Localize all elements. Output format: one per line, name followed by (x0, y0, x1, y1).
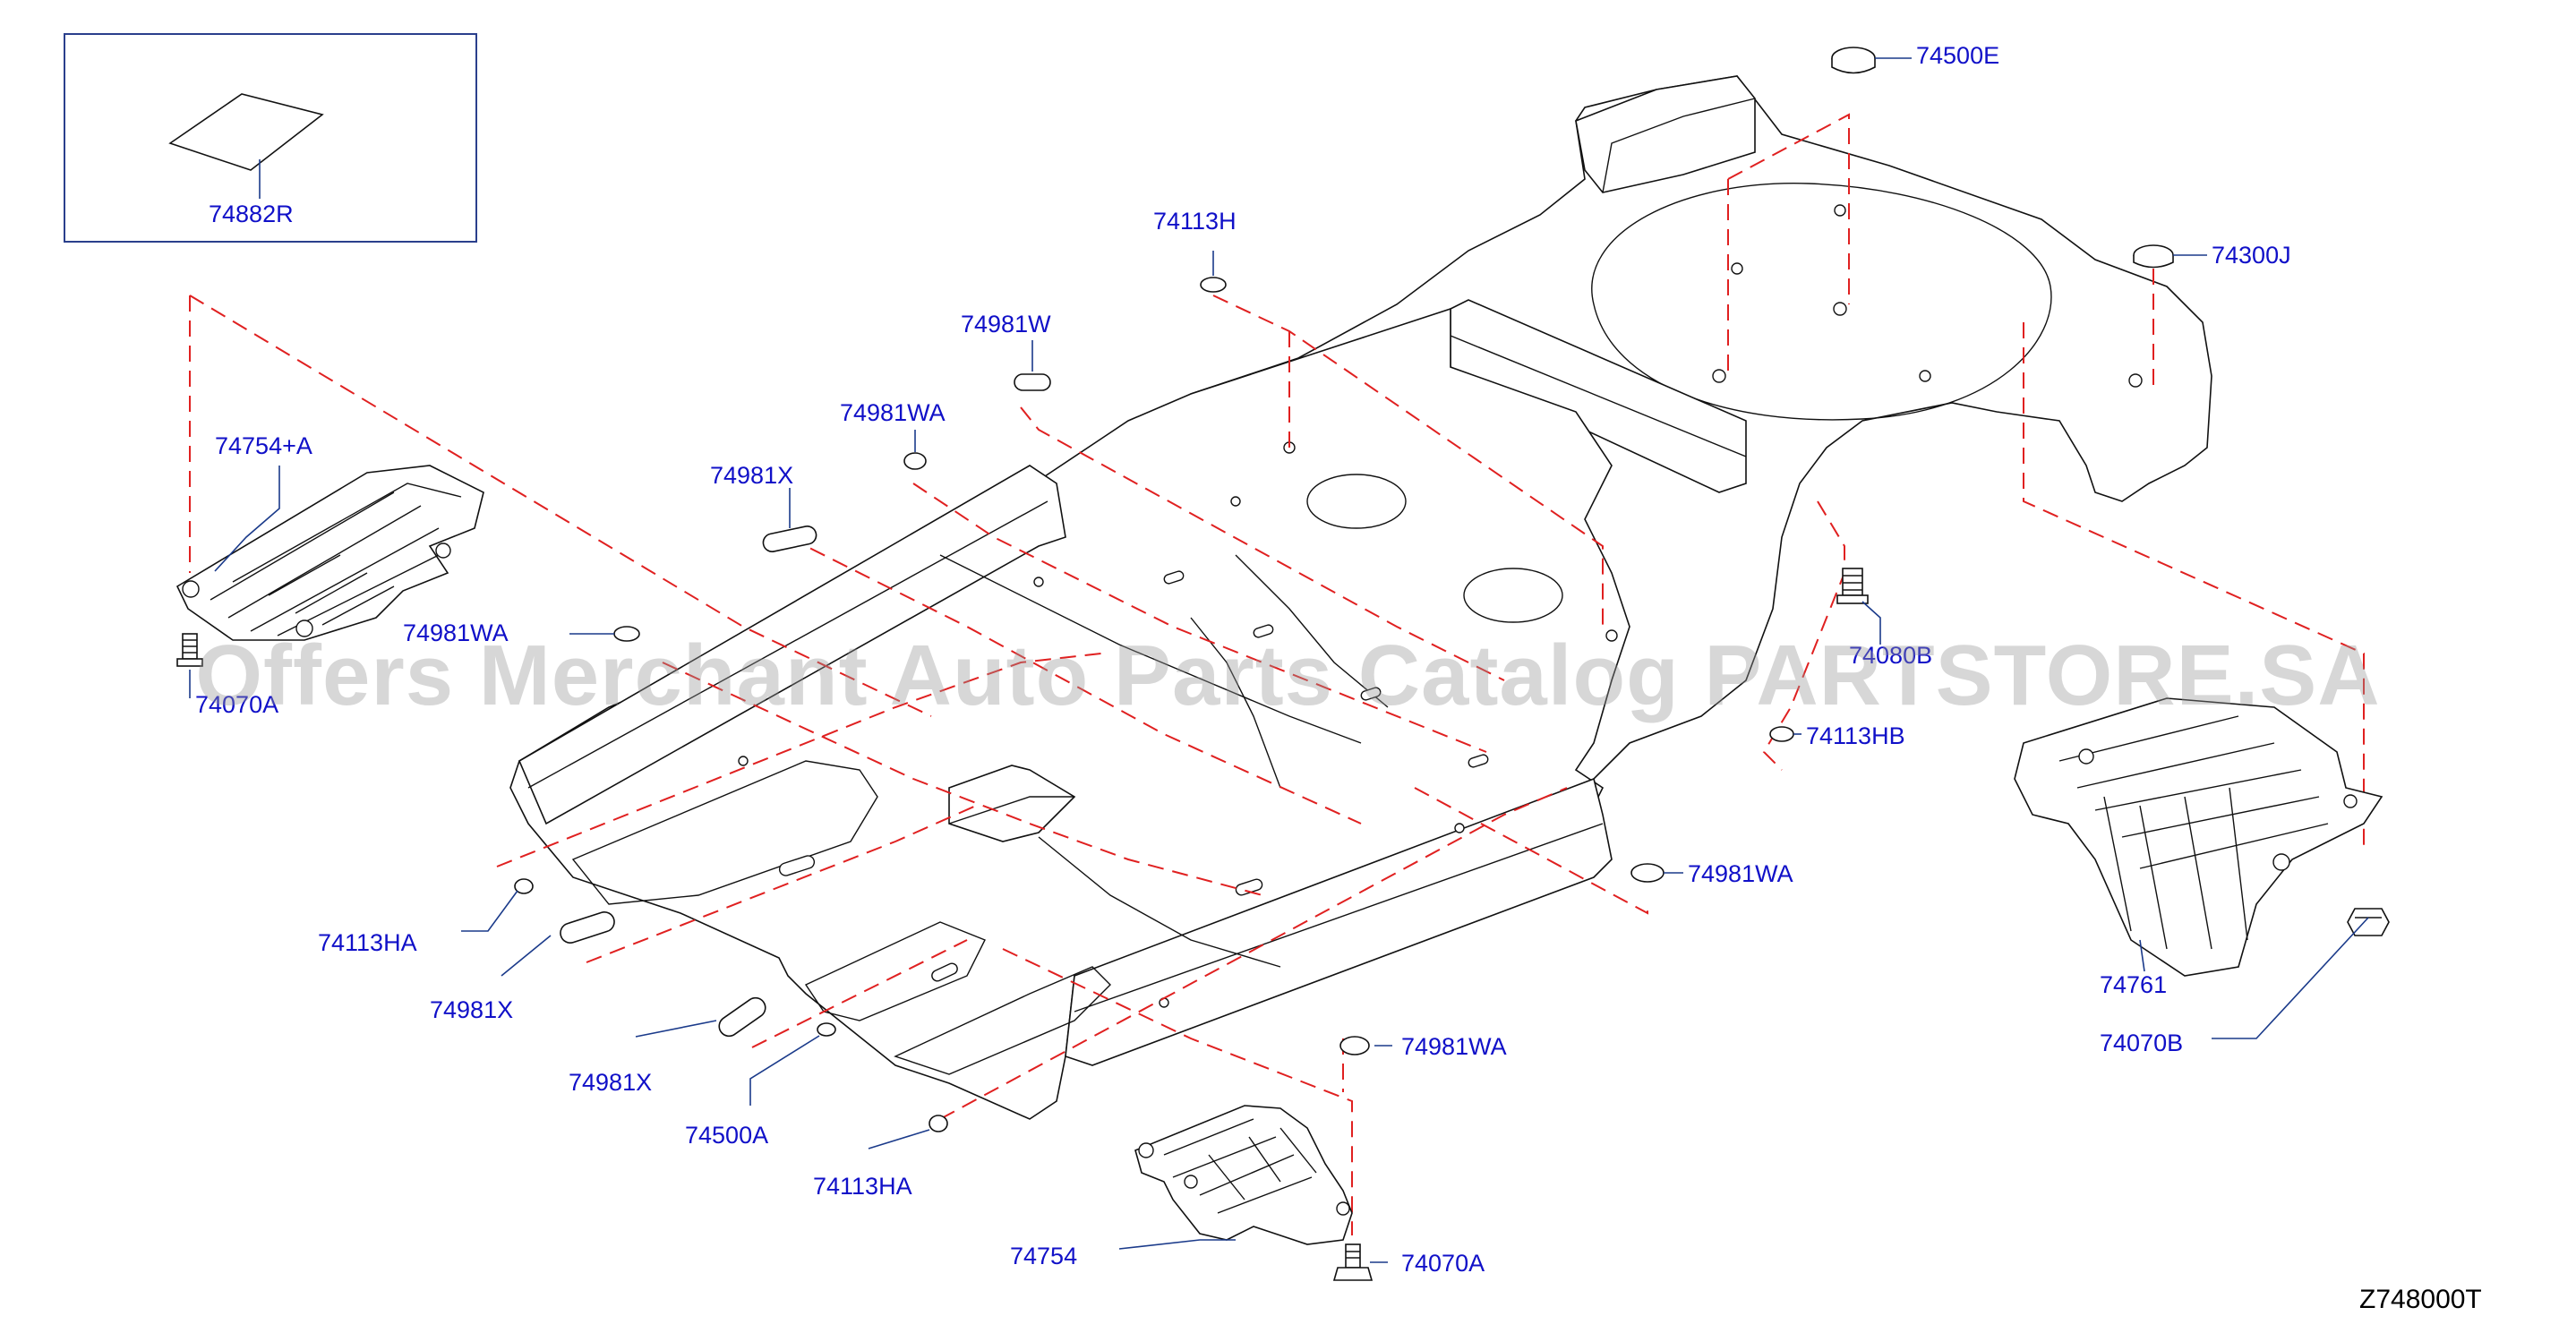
label-74754A[interactable]: 74754+A (215, 432, 312, 459)
rear-kick-block (1575, 75, 1756, 193)
pad-74981X-top[interactable] (762, 525, 818, 553)
pad-74981WA-top[interactable] (903, 452, 927, 470)
label-74981WA-left[interactable]: 74981WA (403, 620, 509, 646)
plug-74113HB[interactable] (1769, 726, 1794, 742)
label-74981X-mid[interactable]: 74981X (430, 996, 514, 1023)
plug-74113H[interactable] (1200, 277, 1227, 293)
label-74981X-top[interactable]: 74981X (710, 462, 794, 489)
plug-74500A[interactable] (817, 1022, 836, 1037)
label-74070A-bottom[interactable]: 74070A (1401, 1250, 1485, 1277)
label-74500E[interactable]: 74500E (1916, 42, 2000, 69)
pad-74981W[interactable] (1014, 373, 1051, 391)
center-tunnel (948, 765, 1076, 842)
pad-74981WA-bottom[interactable] (1339, 1036, 1370, 1055)
label-74981W[interactable]: 74981W (961, 311, 1051, 338)
clip-74070A-bottom[interactable] (1332, 1243, 1374, 1281)
clip-74070A-left[interactable] (176, 633, 203, 667)
label-74981WA-right[interactable]: 74981WA (1688, 860, 1793, 887)
insulator-74754A[interactable] (175, 465, 484, 641)
label-74500A[interactable]: 74500A (685, 1122, 769, 1149)
plug-74113HA-left[interactable] (514, 878, 534, 894)
side-sill-left (518, 465, 1066, 825)
pad-74981X-mid[interactable] (558, 910, 617, 945)
label-74113H[interactable]: 74113H (1153, 208, 1237, 235)
leader-lines (189, 57, 2369, 1263)
label-74113HB[interactable]: 74113HB (1806, 722, 1905, 749)
plug-74113HA-bottom[interactable] (929, 1115, 948, 1132)
label-74070B[interactable]: 74070B (2100, 1030, 2184, 1056)
label-74070A-left[interactable]: 74070A (195, 691, 279, 718)
label-74981WA-top[interactable]: 74981WA (840, 399, 946, 426)
label-74113HA-left[interactable]: 74113HA (318, 929, 417, 956)
insulator-74761[interactable] (2014, 697, 2383, 977)
label-74754[interactable]: 74754 (1010, 1243, 1078, 1269)
pad-74981WA-right[interactable] (1630, 863, 1665, 883)
clip-74080B[interactable] (1836, 568, 1869, 604)
diagram-code: Z748000T (2359, 1285, 2482, 1314)
side-sill-right (1065, 777, 1613, 1066)
pad-74981WA-left[interactable] (613, 626, 640, 642)
left-seat-well (571, 760, 878, 905)
label-74761[interactable]: 74761 (2100, 971, 2168, 998)
insulator-74754[interactable] (1134, 1105, 1353, 1245)
label-74981WA-bottom[interactable]: 74981WA (1401, 1033, 1507, 1060)
part-74882R-pad[interactable] (168, 93, 324, 171)
label-74981X-low[interactable]: 74981X (569, 1069, 653, 1096)
label-74300J[interactable]: 74300J (2212, 242, 2291, 269)
label-74113HA-bottom[interactable]: 74113HA (813, 1173, 912, 1200)
label-74882R[interactable]: 74882R (209, 201, 294, 227)
spare-tire-tub (1591, 183, 2052, 421)
pad-74981X-low[interactable] (715, 994, 769, 1039)
clip-74070B[interactable] (2347, 908, 2390, 936)
label-74080B[interactable]: 74080B (1849, 642, 1933, 669)
